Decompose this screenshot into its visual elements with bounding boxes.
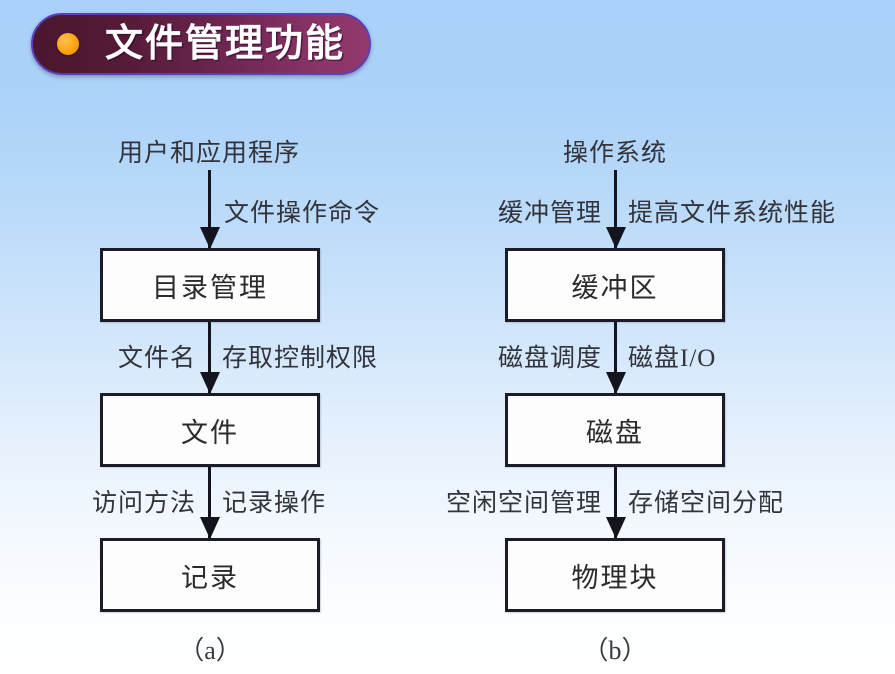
diagram-b-arrow-2 (614, 322, 617, 393)
diagram-b-source-label: 操作系统 (562, 140, 668, 167)
diagram-a-edge-2-left-label: 文件名 (117, 345, 196, 372)
diagram-b-node-disk: 磁盘 (505, 393, 725, 467)
diagram-a-node-1-label: 目录管理 (152, 272, 268, 303)
diagram-b-node-2-label: 磁盘 (586, 417, 644, 448)
slide-title-pill: 文件管理功能 (31, 13, 371, 75)
diagram-a-edge-2-right-label: 存取控制权限 (222, 345, 379, 372)
diagram-a-edge-3-right-label: 记录操作 (222, 490, 327, 517)
diagram-b-edge-1-left-label: 缓冲管理 (497, 200, 602, 227)
diagram-b: 操作系统 缓冲管理 提高文件系统性能 缓冲区 磁盘调度 磁盘I/O 磁盘 空闲空… (415, 0, 835, 674)
diagram-a-edge-1-right-label: 文件操作命令 (224, 200, 381, 227)
diagram-a-edge-3-left-label: 访问方法 (91, 490, 196, 517)
diagram-b-edge-2-right-label: 磁盘I/O (628, 345, 717, 372)
diagram-b-edge-3-right-label: 存储空间分配 (628, 490, 785, 517)
page-title: 文件管理功能 (105, 23, 346, 65)
diagram-b-arrow-1 (614, 170, 617, 248)
diagram-b-arrow-3 (614, 467, 617, 538)
diagram-b-node-1-label: 缓冲区 (571, 272, 659, 303)
diagram-b-caption: （b） (582, 636, 648, 665)
diagram-b-node-3-label: 物理块 (571, 562, 659, 593)
diagram-a-source-label: 用户和应用程序 (117, 140, 301, 167)
diagram-a-arrow-2 (208, 322, 211, 393)
diagram-b-edge-2-left-label: 磁盘调度 (497, 345, 602, 372)
diagram-a-arrow-1 (208, 170, 211, 248)
diagram-b-edge-3-left-label: 空闲空间管理 (445, 490, 602, 517)
diagram-a-node-3-label: 记录 (181, 562, 239, 593)
diagram-a: 用户和应用程序 文件操作命令 目录管理 文件名 存取控制权限 文件 访问方法 记… (10, 0, 430, 674)
diagram-a-node-directory-management: 目录管理 (100, 248, 320, 322)
diagram-b-node-buffer: 缓冲区 (505, 248, 725, 322)
diagram-a-caption: （a） (178, 636, 242, 665)
diagram-a-node-record: 记录 (100, 538, 320, 612)
diagram-b-edge-1-right-label: 提高文件系统性能 (628, 200, 837, 227)
diagram-b-node-physical-block: 物理块 (505, 538, 725, 612)
bullet-dot-icon (57, 33, 79, 55)
diagram-a-node-2-label: 文件 (181, 417, 239, 448)
diagram-a-node-file: 文件 (100, 393, 320, 467)
diagram-a-arrow-3 (208, 467, 211, 538)
